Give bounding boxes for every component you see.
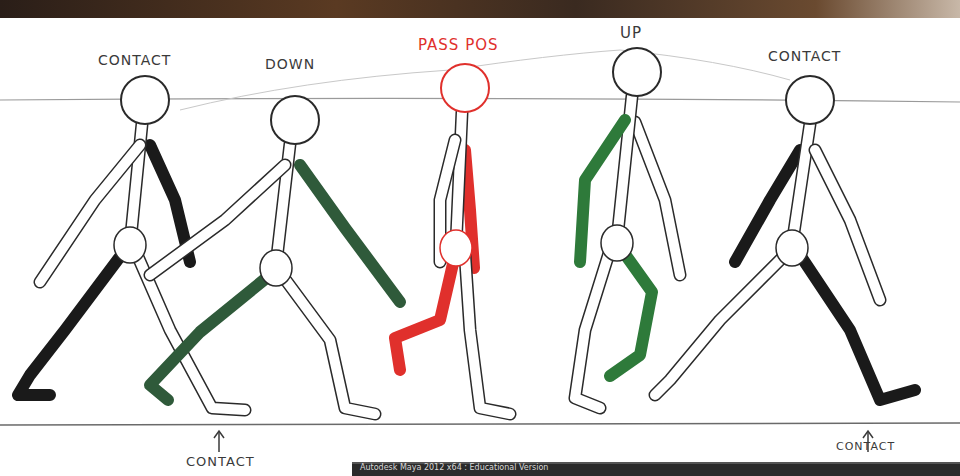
hip-circle (601, 225, 633, 261)
phase-label: CONTACT (98, 52, 171, 68)
back-leg (655, 255, 785, 395)
hip-circle (440, 230, 472, 266)
torso-outline (456, 112, 462, 245)
phase-label: UP (620, 24, 642, 42)
torso (456, 112, 462, 245)
hip-circle (114, 227, 146, 263)
contact-marker-label: CONTACT (836, 440, 895, 453)
torso-outline (792, 124, 810, 245)
phase-label: DOWN (265, 56, 315, 72)
contact-marker-label: CONTACT (186, 454, 255, 469)
ground-line (0, 423, 960, 425)
phase-label: PASS POS (418, 36, 499, 54)
hip-circle (776, 230, 808, 266)
back-leg (18, 250, 125, 395)
back-arm-outline (635, 122, 680, 275)
front-leg-outline (282, 275, 375, 414)
back-leg (395, 255, 455, 370)
head-circle (271, 96, 319, 144)
back-leg (150, 275, 270, 400)
head-circle (613, 48, 661, 96)
front-arm (815, 150, 880, 300)
contact-arrow (214, 431, 224, 452)
window-title: Autodesk Maya 2012 x64 : Educational Ver… (360, 463, 548, 472)
front-leg (610, 250, 652, 376)
head-circle (441, 64, 489, 112)
head-circle (786, 76, 834, 124)
back-leg (575, 250, 610, 408)
front-leg-outline (465, 255, 510, 414)
back-arm (300, 165, 400, 302)
front-arm-outline (815, 150, 880, 300)
back-arm (635, 122, 680, 275)
front-leg (282, 275, 375, 414)
screenshot-bar (352, 462, 960, 476)
front-leg (465, 255, 510, 414)
back-leg-outline (575, 250, 610, 408)
photo-strip (0, 0, 960, 18)
back-leg-outline (655, 255, 785, 395)
head-circle (121, 76, 169, 124)
front-leg (800, 255, 915, 400)
torso (792, 124, 810, 245)
hip-circle (260, 250, 292, 286)
phase-label: CONTACT (768, 48, 841, 64)
